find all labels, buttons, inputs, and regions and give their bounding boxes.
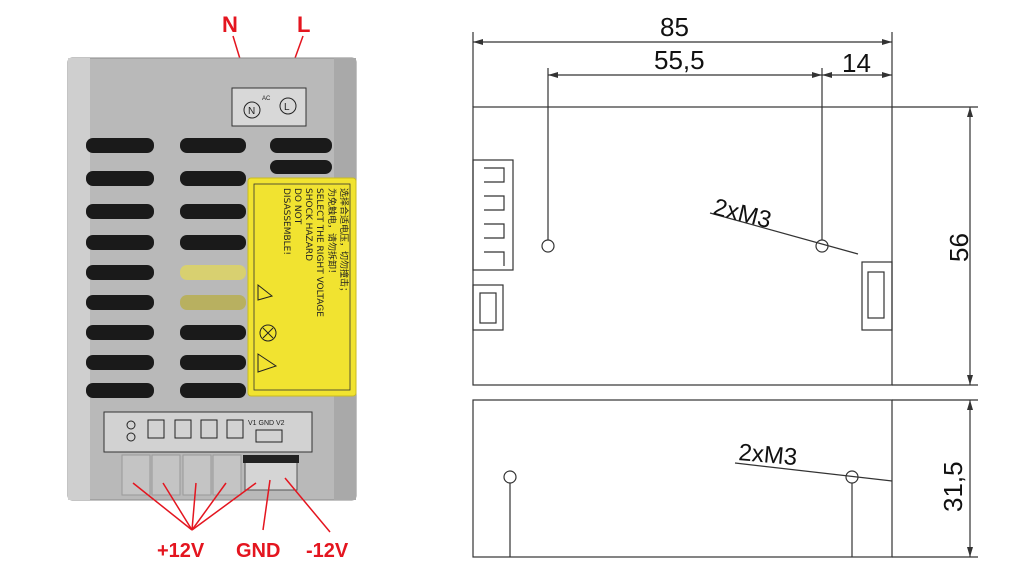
power-supply-photo: N L N L AC xyxy=(67,12,357,562)
side-view-drawing: 2xM3 31,5 xyxy=(472,399,978,558)
dim-edge-offset: 14 xyxy=(842,48,871,78)
input-ac-mark: AC xyxy=(262,96,271,102)
dim-height-56: 56 xyxy=(944,233,974,262)
side-connectors xyxy=(472,159,893,331)
top-view-drawing: 85 55,5 14 2xM3 56 xyxy=(472,12,978,386)
label-minus-12v: -12V xyxy=(306,540,349,562)
input-n-mark: N xyxy=(248,106,255,117)
dim-height-31-5: 31,5 xyxy=(938,461,968,512)
screw-callout-top: 2xM3 xyxy=(711,194,774,234)
sticker-line-4: SHOCK HAZARD xyxy=(303,188,313,261)
label-n: N xyxy=(222,12,238,37)
side-mount-hole-1 xyxy=(503,470,517,484)
output-pin-header-label: V1 GND V2 xyxy=(248,420,285,427)
no-disassemble-icon xyxy=(259,324,277,342)
dim-width-85: 85 xyxy=(660,12,689,42)
sticker-line-6: DISASSEMBLE! xyxy=(281,188,291,255)
dim-hole-spacing: 55,5 xyxy=(654,45,705,75)
side-view-outline xyxy=(472,399,893,558)
label-gnd: GND xyxy=(236,540,280,562)
sticker-line-5: DO NOT xyxy=(292,188,302,225)
input-terminal-plate: N L AC xyxy=(231,87,307,127)
warning-sticker: 选择合适电压，切勿撞击； 为免触电，请勿拆卸！ SELECT THE RIGHT… xyxy=(247,177,357,397)
sticker-line-1: 选择合适电压，切勿撞击； xyxy=(338,188,350,296)
label-l: L xyxy=(297,12,310,37)
mount-hole-2 xyxy=(815,239,829,253)
sticker-line-2: 为免触电，请勿拆卸！ xyxy=(326,188,338,278)
shock-hazard-icon xyxy=(257,353,278,373)
vent-slots xyxy=(86,138,332,398)
label-plus-12v: +12V xyxy=(157,540,205,562)
mount-hole-1 xyxy=(541,239,555,253)
terminal-leader-lines xyxy=(132,477,331,533)
input-l-mark: L xyxy=(284,102,290,113)
output-connectors xyxy=(121,454,299,496)
sticker-line-3: SELECT THE RIGHT VOLTAGE xyxy=(314,188,324,317)
screw-callout-side: 2xM3 xyxy=(737,439,798,471)
output-terminal-plate: V1 GND V2 xyxy=(103,411,313,453)
warning-triangle-icon xyxy=(257,283,274,301)
